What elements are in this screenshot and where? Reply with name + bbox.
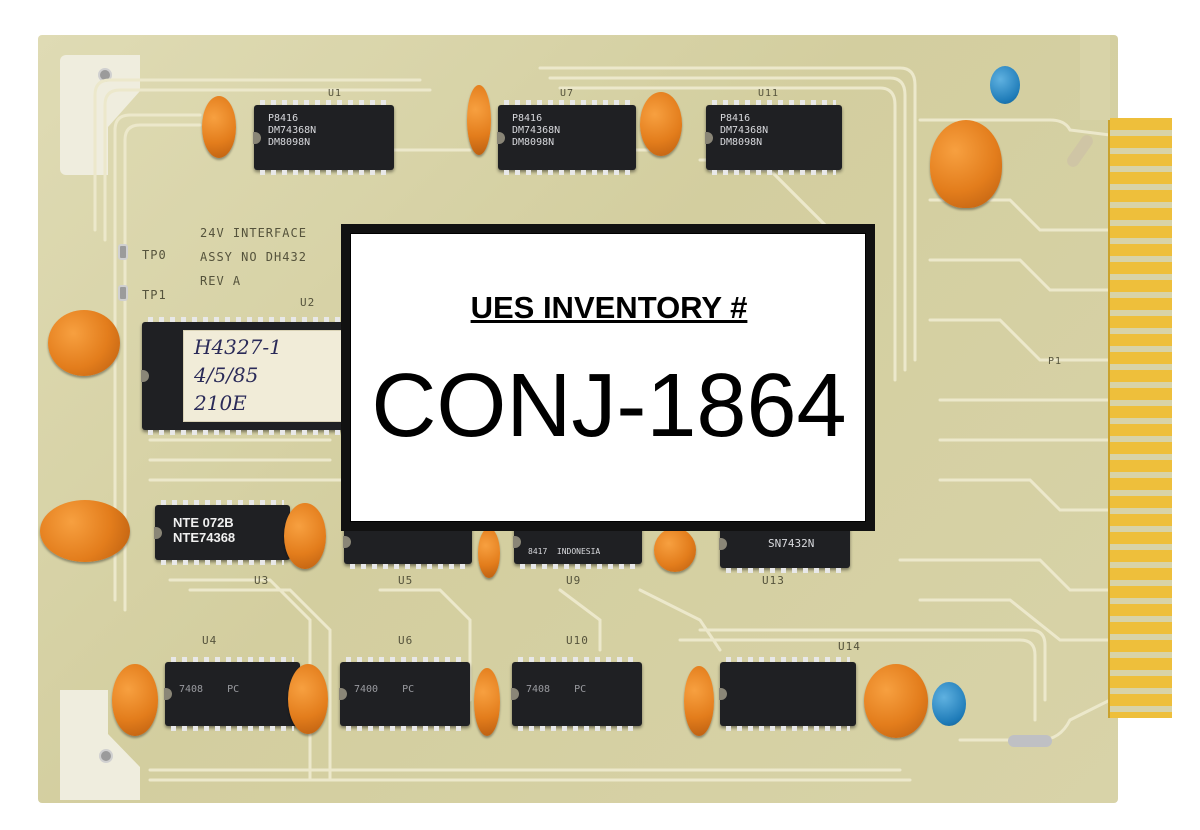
test-point-tp0-label: TP0: [142, 248, 167, 262]
refdes-u9: U9: [566, 574, 582, 587]
ic-notch: [343, 536, 351, 548]
inventory-label: UES INVENTORY # CONJ-1864: [350, 233, 866, 522]
ic-notch: [497, 131, 505, 144]
ic-u1: P8416 DM74368N DM8098N: [253, 100, 394, 175]
board-title-line2: ASSY NO DH432: [200, 250, 307, 264]
board-title-line1: 24V INTERFACE: [200, 226, 307, 240]
mounting-rivet-bottom: [99, 749, 113, 763]
ic-u11-marking: P8416 DM74368N DM8098N: [720, 113, 769, 148]
capacitor: [467, 85, 491, 155]
ic-u7: P8416 DM74368N DM8098N: [497, 100, 636, 175]
ic-notch: [719, 688, 727, 700]
ic-u9-marking: 8417 INDONESIA: [528, 547, 601, 556]
refdes-u11: U11: [758, 88, 780, 99]
handwritten-line1: H4327-1: [194, 335, 282, 359]
capacitor: [864, 664, 928, 738]
refdes-u1: U1: [328, 88, 343, 99]
inventory-label-title: UES INVENTORY #: [470, 290, 748, 325]
capacitor: [284, 503, 326, 569]
ic-notch: [339, 688, 347, 700]
resistor: [1008, 735, 1052, 747]
ic-notch: [511, 688, 519, 700]
ic-u7-marking: P8416 DM74368N DM8098N: [512, 113, 561, 148]
ic-u4-marking: 7408 PC: [179, 684, 240, 695]
board-title-line3: REV A: [200, 274, 242, 288]
ic-u1-marking: P8416 DM74368N DM8098N: [268, 113, 317, 148]
ic-notch: [141, 370, 149, 382]
ic-u6: 7400 PC: [339, 657, 470, 731]
capacitor: [684, 666, 714, 736]
capacitor: [202, 96, 236, 158]
board-edge-right-top: [1080, 35, 1110, 120]
refdes-u7: U7: [560, 88, 575, 99]
ic-u14: [719, 657, 856, 731]
capacitor: [288, 664, 328, 734]
refdes-u14: U14: [838, 640, 861, 653]
ic-u13-marking: SN7432N: [768, 537, 815, 550]
refdes-u13: U13: [762, 574, 785, 587]
capacitor: [478, 528, 500, 578]
blue-capacitor: [990, 66, 1020, 104]
ic-notch: [705, 131, 713, 144]
refdes-u3: U3: [254, 574, 270, 587]
ic-notch: [253, 131, 261, 144]
refdes-u5: U5: [398, 574, 414, 587]
capacitor: [930, 120, 1002, 208]
ic-notch: [164, 688, 172, 700]
ic-u3: NTE 072B NTE74368: [154, 500, 290, 565]
capacitor: [640, 92, 682, 156]
refdes-u10: U10: [566, 634, 589, 647]
capacitor: [48, 310, 120, 376]
ic-u11: P8416 DM74368N DM8098N: [705, 100, 842, 175]
inventory-code: CONJ-1864: [371, 356, 847, 456]
ic-notch: [154, 526, 162, 539]
test-point-tp0: [118, 244, 128, 260]
test-point-tp1: [118, 285, 128, 301]
handwritten-line2: 4/5/85: [194, 363, 259, 387]
ic-u6-marking: 7400 PC: [354, 684, 415, 695]
capacitor: [654, 528, 696, 572]
capacitor: [112, 664, 158, 736]
refdes-u6: U6: [398, 634, 414, 647]
capacitor: [474, 668, 500, 736]
ic-u10-marking: 7408 PC: [526, 684, 587, 695]
test-point-tp1-label: TP1: [142, 288, 167, 302]
handwritten-sticker: H4327-1 4/5/85 210E: [183, 330, 343, 422]
connector-p1-label: P1: [1048, 356, 1063, 367]
ic-u10: 7408 PC: [511, 657, 642, 731]
edge-connector: [1108, 118, 1172, 718]
ic-u3-marking: NTE 072B NTE74368: [173, 515, 236, 545]
blue-capacitor: [932, 682, 966, 726]
refdes-u4: U4: [202, 634, 218, 647]
ic-notch: [719, 538, 727, 550]
ic-notch: [513, 536, 521, 548]
capacitor: [40, 500, 130, 562]
handwritten-line3: 210E: [194, 391, 247, 415]
ic-u4: 7408 PC: [164, 657, 300, 731]
refdes-u2: U2: [300, 296, 316, 309]
